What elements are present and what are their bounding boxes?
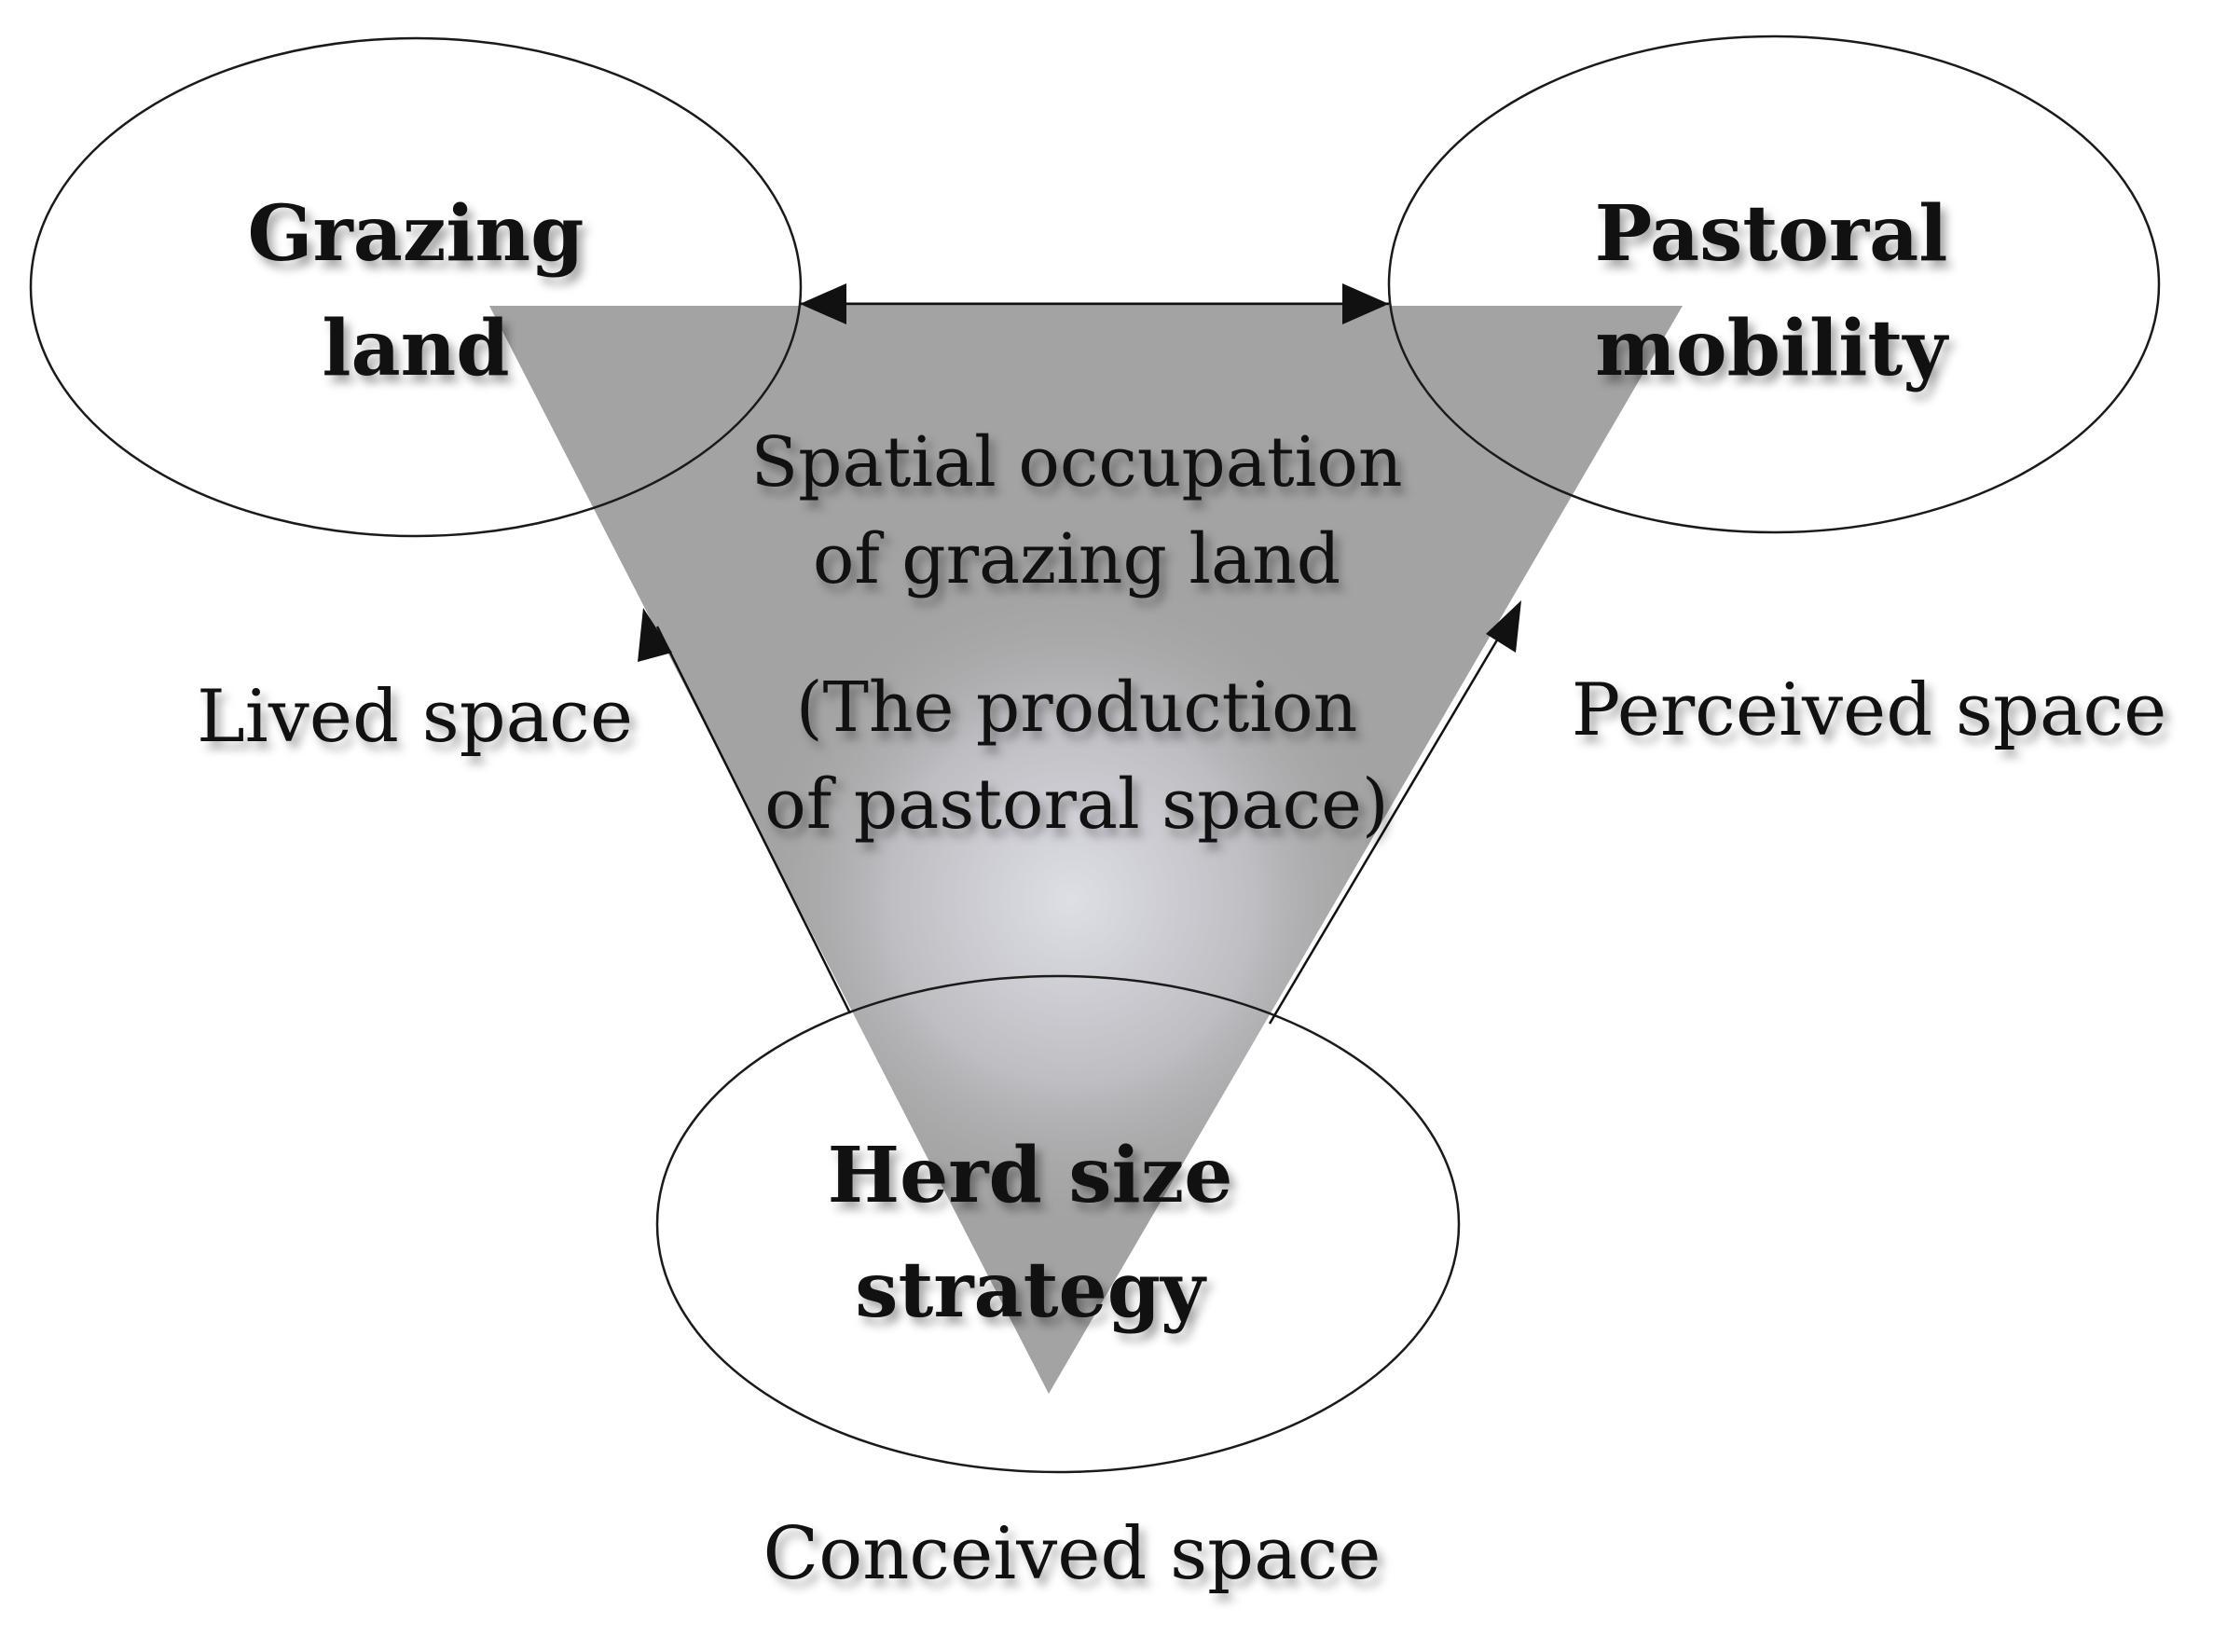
center-line2: of grazing land: [812, 518, 1341, 599]
lived-space-label: Lived space: [197, 675, 633, 759]
pastoral-mobility-line1: Pastoral: [1594, 189, 1948, 279]
ellipse-pastoral-mobility: [1387, 34, 2161, 534]
herd-size-strategy-label: Herd size strategy: [797, 1119, 1263, 1348]
center-line1: Spatial occupation: [750, 422, 1403, 502]
arrowhead-right: [1342, 283, 1389, 324]
grazing-land-label: Grazing land: [229, 177, 602, 406]
pastoral-mobility-line2: mobility: [1595, 304, 1947, 393]
arrowhead-grazing: [638, 608, 672, 662]
arrow-herd-to-grazing: [655, 626, 852, 1014]
center-line4: of pastoral space): [764, 764, 1389, 845]
herd-size-strategy-line1: Herd size: [827, 1131, 1233, 1220]
conceived-space-label: Conceived space: [763, 1512, 1381, 1596]
center-line3: (The production: [795, 668, 1358, 748]
grazing-land-line2: land: [322, 304, 510, 393]
center-text-bottom: (The production of pastoral space): [741, 660, 1412, 853]
perceived-space-label: Perceived space: [1571, 668, 2167, 752]
arrowhead-mobility: [1486, 600, 1521, 653]
pastoral-mobility-label: Pastoral mobility: [1585, 177, 1958, 406]
herd-size-strategy-line2: strategy: [855, 1246, 1205, 1335]
center-text-top: Spatial occupation of grazing land: [741, 415, 1412, 608]
ellipse-herd-size-strategy: [655, 974, 1461, 1474]
grazing-land-line1: Grazing: [247, 189, 584, 279]
arrow-herd-to-mobility: [1268, 622, 1509, 1025]
ellipse-grazing-land: [29, 36, 803, 538]
triangle-glow: [489, 306, 1683, 1394]
arrowhead-left: [800, 283, 846, 324]
